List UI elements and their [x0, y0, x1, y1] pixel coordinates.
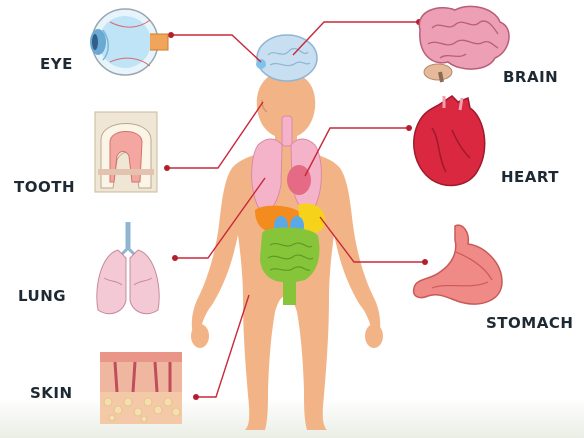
heart-illustration [414, 96, 485, 185]
skin-illustration [100, 352, 182, 424]
label-eye: EYE [40, 55, 73, 73]
eye-in-head [256, 59, 266, 69]
label-brain: BRAIN [503, 68, 558, 86]
label-skin: SKIN [30, 384, 73, 402]
lung-illustration [97, 222, 159, 314]
brain-illustration [419, 6, 509, 82]
label-tooth: TOOTH [14, 178, 75, 196]
label-stomach: STOMACH [486, 314, 573, 332]
eye-illustration [90, 9, 168, 75]
brain-in-head [257, 35, 317, 81]
connector-eye [171, 35, 261, 62]
stomach-illustration [414, 225, 502, 304]
label-heart: HEART [501, 168, 559, 186]
tooth-illustration [95, 112, 157, 192]
label-lung: LUNG [18, 287, 66, 305]
